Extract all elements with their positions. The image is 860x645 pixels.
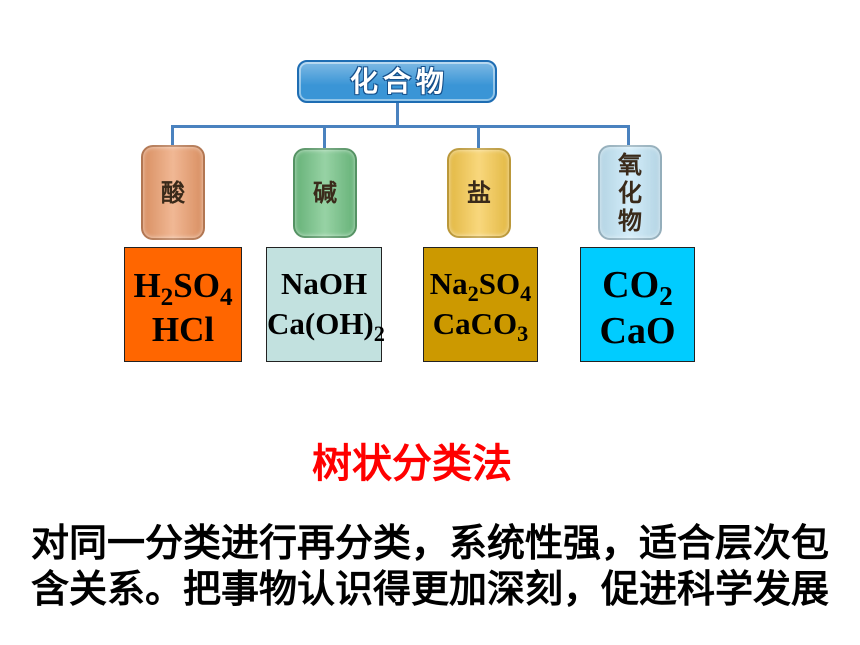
formula-acid-1: H2SO4 (125, 264, 241, 311)
description-line-1: 对同一分类进行再分类，系统性强，适合层次包 (30, 521, 829, 565)
connector-horizontal-bar (171, 125, 630, 128)
formula-oxide-2: CaO (581, 308, 694, 354)
formula-salt-2: CaCO3 (424, 304, 537, 344)
formula-segment: Ca(OH) (267, 306, 374, 341)
category-label-base: 碱 (313, 179, 337, 207)
connector-branch-oxide (627, 125, 630, 146)
method-title: 树状分类法 (312, 441, 512, 487)
description-line-2: 含关系。把事物认识得更加深刻，促进科学发展 (30, 567, 829, 611)
category-node-base: 碱 (293, 148, 357, 238)
example-box-salt: Na2SO4 CaCO3 (423, 247, 538, 362)
category-node-oxide: 氧化物 (598, 145, 662, 240)
connector-root-stem (396, 103, 399, 128)
formula-segment: HCl (151, 310, 215, 349)
description: 对同一分类进行再分类，系统性强，适合层次包 含关系。把事物认识得更加深刻，促进科… (0, 520, 860, 612)
category-node-salt: 盐 (447, 148, 511, 238)
formula-segment: Na (429, 266, 468, 301)
formula-subscript: 2 (160, 283, 174, 311)
formula-subscript: 2 (373, 320, 385, 346)
formula-subscript: 4 (219, 283, 233, 311)
formula-segment: SO (173, 266, 220, 305)
example-box-acid: H2SO4 HCl (124, 247, 242, 362)
formula-subscript: 4 (520, 280, 532, 306)
connector-branch-base (323, 125, 326, 149)
category-node-acid: 酸 (141, 145, 205, 240)
formula-subscript: 3 (517, 320, 529, 346)
category-label-salt: 盐 (467, 179, 491, 207)
formula-salt-1: Na2SO4 (424, 264, 537, 304)
formula-segment: SO (478, 266, 521, 301)
formula-segment: H (133, 266, 161, 305)
example-box-base: NaOH Ca(OH)2 (266, 247, 385, 362)
root-node-label: 化合物 (349, 64, 449, 98)
connector-branch-acid (171, 125, 174, 146)
root-node-compound: 化合物 (297, 60, 497, 103)
formula-segment: CO (602, 264, 660, 306)
connector-branch-salt (477, 125, 480, 149)
formula-base-1: NaOH (267, 264, 381, 304)
formula-subscript: 2 (467, 280, 479, 306)
category-label-oxide: 氧化物 (617, 150, 642, 235)
formula-acid-2: HCl (125, 308, 241, 352)
formula-subscript: 2 (659, 281, 673, 312)
formula-oxide-1: CO2 (581, 262, 694, 312)
formula-segment: CaCO (432, 306, 518, 341)
formula-segment: NaOH (280, 266, 368, 301)
formula-base-2: Ca(OH)2 (267, 304, 385, 344)
formula-segment: CaO (599, 310, 676, 352)
category-label-acid: 酸 (161, 178, 185, 207)
example-box-oxide: CO2 CaO (580, 247, 695, 362)
